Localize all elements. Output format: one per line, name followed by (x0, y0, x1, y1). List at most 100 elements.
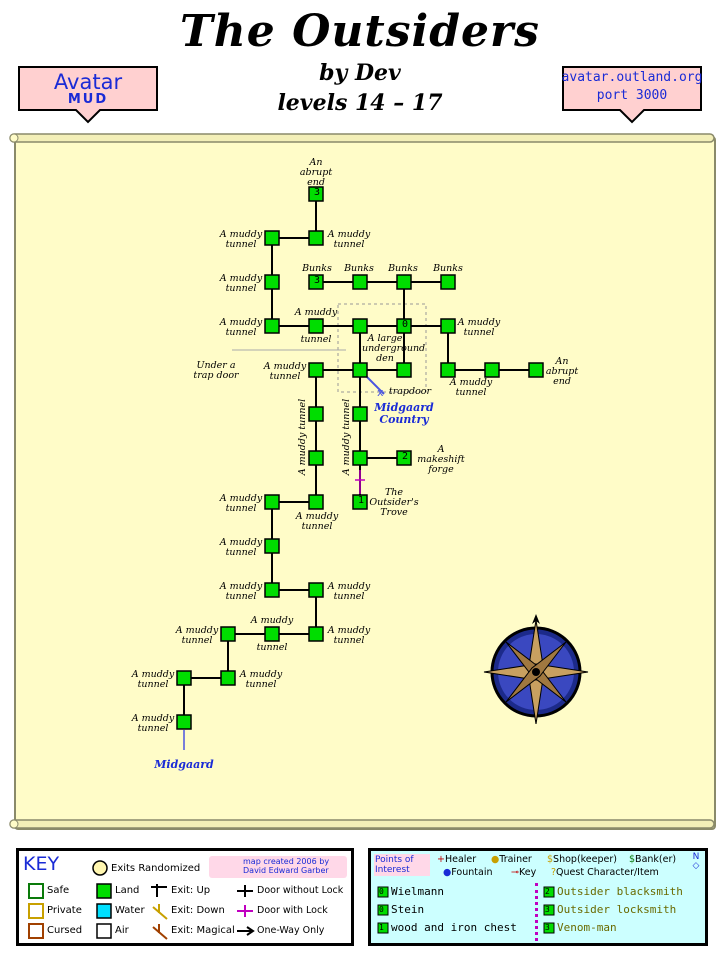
poi-num: 3 (545, 905, 550, 914)
room-label: tunnel (300, 334, 332, 345)
room-label: Under a trap door (193, 360, 239, 381)
poi-num: 2 (545, 887, 550, 896)
room-bunks (352, 274, 368, 290)
room-den (396, 362, 412, 378)
poi-num: 0 (379, 905, 384, 914)
room-label: Bunks (388, 263, 418, 274)
room-label-vertical: A muddy tunnel (341, 398, 352, 476)
room (264, 274, 280, 290)
room-label: A muddy tunnel (175, 625, 219, 646)
key-door-without-lock: Door without Lock (257, 885, 344, 896)
room (440, 318, 456, 334)
room (264, 626, 280, 642)
room-label: A muddy tunnel (219, 537, 263, 558)
room-label: The Outsider's Trove (369, 487, 419, 518)
key-cursed: Cursed (47, 925, 83, 936)
key-one-way: One-Way Only (257, 925, 325, 936)
map-parchment (14, 136, 716, 830)
key-land: Land (115, 885, 140, 896)
key-door-with-lock: Door with Lock (257, 905, 328, 916)
room-label: Bunks (433, 263, 463, 274)
room-abrupt-end-right (528, 362, 544, 378)
badge-line1: Avatar (53, 70, 123, 94)
key-exits-randomized: Exits Randomized (111, 863, 201, 874)
trapdoor-x-icon: x (377, 386, 384, 399)
poi-stein: Stein (391, 903, 425, 916)
room-bunks (308, 274, 324, 290)
poi-chest: wood and iron chest (391, 921, 517, 934)
room (264, 230, 280, 246)
room (352, 406, 368, 422)
legend-key: ⊸Key (511, 867, 537, 878)
room-number: 0 (401, 319, 409, 330)
room-label: A muddy (294, 307, 338, 318)
poi-num: 3 (545, 923, 550, 932)
room-label: A muddy tunnel (219, 493, 263, 514)
room (308, 450, 324, 466)
room (220, 670, 236, 686)
room-label: A muddy tunnel (457, 317, 501, 338)
room-label: A muddy tunnel (327, 229, 371, 250)
badge-shape-icon (562, 66, 702, 124)
key-water: Water (115, 905, 145, 916)
key-private: Private (47, 905, 82, 916)
legend-healer: +Healer (437, 854, 477, 865)
room-label: tunnel (256, 642, 288, 653)
rooms (176, 186, 544, 730)
room (308, 626, 324, 642)
room-label: A muddy tunnel (219, 229, 263, 250)
room-label: A muddy tunnel (449, 377, 493, 398)
room (308, 406, 324, 422)
room-den (396, 318, 412, 334)
legend-shop: $Shop(keeper) (547, 854, 617, 865)
midgaard-country-link[interactable]: Midgaard Country (374, 401, 434, 426)
room (440, 362, 456, 378)
room (264, 494, 280, 510)
room-label: A muddy tunnel (239, 669, 283, 690)
legend-quest: ?Quest Character/Item (551, 867, 659, 878)
room-label: A muddy tunnel (131, 713, 175, 734)
poi-right-markers (543, 886, 555, 934)
key-exit-down: Exit: Down (171, 905, 225, 916)
legend-fountain: ●Fountain (443, 867, 493, 878)
key-swatches (28, 883, 255, 940)
room-label: A muddy tunnel (131, 669, 175, 690)
server-port: port 3000 (596, 88, 668, 103)
room-trove (352, 494, 368, 510)
room-label: Bunks (344, 263, 374, 274)
points-of-interest: Points of Interest +Healer ●Trainer $Sho… (368, 848, 708, 946)
room-number: 3 (313, 275, 321, 286)
room-label: A muddy (250, 615, 294, 626)
poi-venom-man: Venom-man (557, 921, 617, 934)
legend-bank: $Bank(er) (629, 854, 677, 865)
avatar-mud-badge[interactable]: Avatar MUD (16, 64, 160, 126)
room-den (352, 362, 368, 378)
room (308, 494, 324, 510)
room-label: Bunks (302, 263, 332, 274)
key-exit-up: Exit: Up (171, 885, 211, 896)
poi-divider (535, 883, 541, 941)
midgaard-link[interactable]: Midgaard (154, 758, 214, 771)
room (308, 582, 324, 598)
room-label: A large underground den (362, 333, 426, 364)
room (264, 582, 280, 598)
trapdoor-exit (366, 376, 385, 395)
room (484, 362, 500, 378)
room-label: A makeshift forge (417, 444, 465, 475)
badge-shape-icon (18, 66, 158, 124)
poi-num: 1 (379, 923, 384, 932)
room-den (352, 318, 368, 334)
server-badge[interactable]: avatar.outland.org port 3000 (560, 64, 704, 126)
exits-randomized-icon (92, 860, 108, 876)
key-title: KEY (23, 853, 60, 875)
room-label: An abrupt end (545, 356, 579, 387)
room-label: A muddy tunnel (295, 511, 339, 532)
poi-left-markers (377, 886, 389, 934)
room-label: A muddy tunnel (263, 361, 307, 382)
room-number: 2 (401, 451, 409, 462)
key-safe: Safe (47, 885, 70, 896)
room-label: An abrupt end (299, 157, 333, 188)
room-label: A muddy tunnel (219, 273, 263, 294)
room-label: A muddy tunnel (219, 581, 263, 602)
